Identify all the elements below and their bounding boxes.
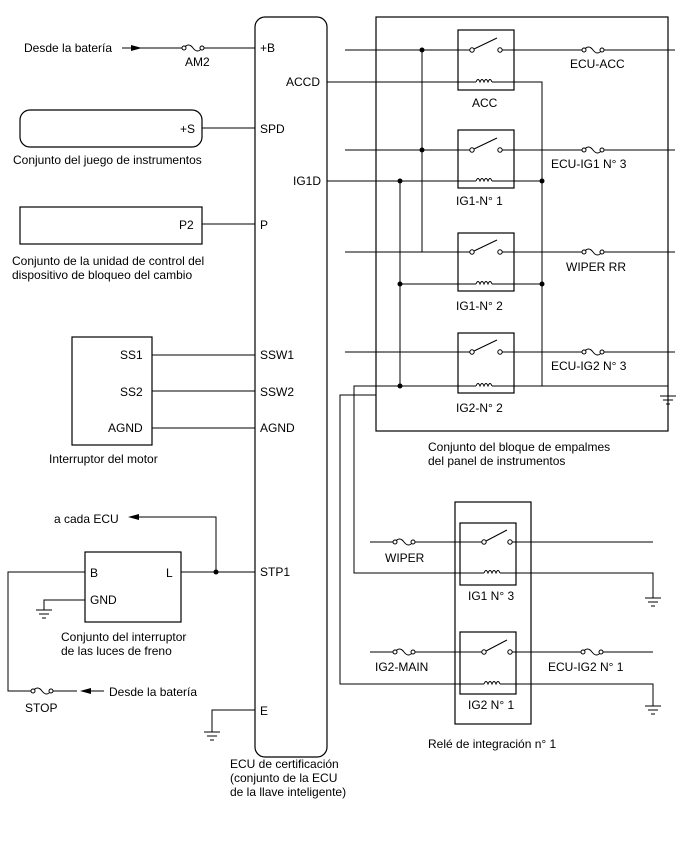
- ecu-pin-accd: ACCD: [286, 75, 320, 89]
- relay-acc: ACC: [457, 29, 515, 110]
- brake-light-switch-box: [84, 551, 182, 623]
- arrow-from-battery-bottom-icon: [80, 688, 91, 694]
- instrument-cluster-name: Conjunto del juego de instrumentos: [13, 153, 202, 167]
- instrument-cluster-box: [19, 109, 203, 148]
- junction-block-name-line-2: del panel de instrumentos: [428, 454, 565, 468]
- ecu-name-line-1: ECU de certificación: [230, 757, 339, 771]
- junction-block-name-line-1: Conjunto del bloque de empalmes: [428, 440, 610, 454]
- ecu-name-line-3: de la llave inteligente): [230, 785, 346, 799]
- ecu-pin-plus-b: +B: [260, 41, 275, 55]
- brake-pin-b: B: [90, 566, 98, 580]
- relay-ig1-no2: IG1-N° 2: [456, 232, 515, 313]
- engine-switch-pin-agnd: AGND: [108, 421, 143, 435]
- engine-switch-name: Interruptor del motor: [49, 452, 158, 466]
- shift-lock-name-line-2: dispositivo de bloqueo del cambio: [12, 268, 192, 282]
- ecu-name-line-2: (conjunto de la ECU: [230, 771, 337, 785]
- relay-ig1-no1: IG1-N° 1: [456, 129, 515, 208]
- relay-ig2-no2-label: IG2-N° 2: [456, 401, 503, 415]
- fuse-wiper-label: WIPER: [385, 551, 425, 565]
- fuse-ecu-acc: ECU-ACC: [514, 46, 675, 71]
- fuse-ecu-ig1-no3: ECU-IG1 N° 3: [514, 146, 675, 171]
- ecu-pin-agnd: AGND: [260, 421, 295, 435]
- arrow-into-am2-icon: [131, 45, 142, 51]
- ground-ig1-no3-icon: [645, 597, 661, 607]
- ground-ig2-no1-icon: [645, 705, 661, 715]
- from-battery-top-label: Desde la batería: [24, 41, 112, 55]
- relay-acc-label: ACC: [472, 96, 498, 110]
- fuse-ecu-ig2-no1-label: ECU-IG2 N° 1: [548, 660, 624, 674]
- stop-wire: [7, 571, 85, 692]
- ecu-pin-ssw1: SSW1: [260, 348, 294, 362]
- fuse-wiper-rr-label: WIPER RR: [566, 260, 626, 274]
- ecu-pin-e: E: [260, 704, 268, 718]
- fuse-ig2-main-label: IG2-MAIN: [375, 660, 428, 674]
- instrument-pin-plus-s: +S: [180, 122, 195, 136]
- fuse-ecu-acc-label: ECU-ACC: [570, 57, 625, 71]
- fuse-ecu-ig2-no3-label: ECU-IG2 N° 3: [551, 359, 627, 373]
- integration-relay-name: Relé de integración n° 1: [428, 737, 557, 751]
- ecu-pin-ssw2: SSW2: [260, 385, 294, 399]
- engine-switch-pin-ss2: SS2: [120, 385, 143, 399]
- ground-junction-icon: [660, 395, 676, 405]
- fuse-am2-label: AM2: [185, 55, 210, 69]
- ecu-pin-spd: SPD: [260, 122, 285, 136]
- ground-brake-icon: [36, 609, 52, 619]
- fuse-wiper-rr: WIPER RR: [514, 248, 675, 274]
- relay-ig1-no3-label: IG1 N° 3: [468, 589, 514, 603]
- fuse-ecu-ig2-no3: ECU-IG2 N° 3: [514, 348, 675, 373]
- relay-ig2-no1: IG2 N° 1: [459, 631, 517, 712]
- arrow-to-each-ecu-icon: [128, 514, 139, 520]
- fuse-stop-label: STOP: [25, 701, 57, 715]
- ig1-no3-coil-wire: [353, 385, 460, 574]
- to-each-ecu-label: a cada ECU: [54, 512, 119, 526]
- ground-ecu-e-icon: [204, 731, 220, 741]
- relay-ig1-no3: IG1 N° 3: [459, 522, 517, 603]
- fuse-ecu-ig1-no3-label: ECU-IG1 N° 3: [551, 157, 627, 171]
- certification-ecu-body: [254, 16, 328, 758]
- relay-ig1-no1-label: IG1-N° 1: [456, 194, 503, 208]
- fuse-wiper: WIPER: [385, 538, 425, 565]
- shift-lock-unit-box: [19, 206, 203, 245]
- fuse-ecu-ig2-no1: ECU-IG2 N° 1: [548, 648, 624, 674]
- engine-switch-pin-ss1: SS1: [120, 348, 143, 362]
- certification-ecu-label: ECU de certificación (conjunto de la ECU…: [230, 757, 346, 799]
- ig2-no1-coil-wire: [339, 394, 460, 685]
- brake-name-line-2: de las luces de freno: [61, 644, 172, 658]
- ecu-pin-p: P: [260, 218, 268, 232]
- relay-ig2-no1-label: IG2 N° 1: [468, 698, 514, 712]
- engine-switch-box: [71, 336, 153, 446]
- ecu-pin-stp1: STP1: [260, 565, 290, 579]
- fuse-ig2-main: IG2-MAIN: [375, 648, 428, 674]
- relay-ig2-no2: IG2-N° 2: [456, 332, 515, 415]
- fuse-stop-icon: [32, 687, 52, 695]
- junction-block-box: [375, 16, 669, 432]
- from-battery-bottom-label: Desde la batería: [109, 685, 197, 699]
- relay-ig1-no2-label: IG1-N° 2: [456, 299, 503, 313]
- ecu-pin-ig1d: IG1D: [293, 174, 321, 188]
- fuse-am2-icon: [183, 44, 203, 52]
- brake-pin-gnd: GND: [90, 593, 117, 607]
- shift-lock-name-line-1: Conjunto de la unidad de control del: [12, 254, 204, 268]
- shift-lock-pin-p2: P2: [179, 218, 194, 232]
- brake-pin-l: L: [166, 566, 173, 580]
- to-each-ecu-wire: [136, 516, 217, 572]
- brake-name-line-1: Conjunto del interruptor: [61, 630, 186, 644]
